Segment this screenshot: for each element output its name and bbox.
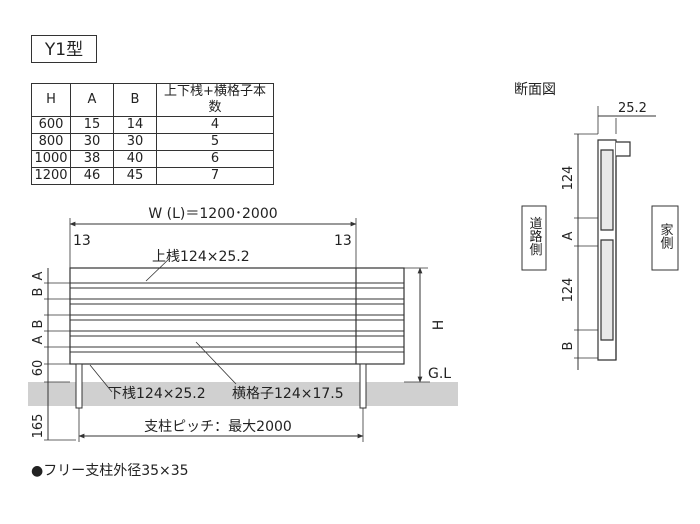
- left-post: [75, 363, 83, 409]
- lattice-label: 横格子124×17.5: [232, 386, 344, 402]
- col-count: 上下桟+横格子本数: [156, 83, 274, 117]
- ground-label: G.L: [428, 366, 451, 382]
- post-pitch-label: 支柱ピッチ：最大2000: [144, 419, 292, 435]
- model-label: Y1型: [31, 35, 97, 63]
- fence-panel: [69, 267, 405, 365]
- cell: 600: [31, 116, 71, 134]
- height-label: H: [431, 320, 447, 331]
- table-row: 800 30 30 5: [31, 133, 274, 151]
- footnote: ●フリー支柱外径35×35: [31, 463, 189, 479]
- width-label: W (L)＝1200･2000: [148, 206, 277, 222]
- right-margin-label: 13: [334, 233, 352, 249]
- dim-a-top: A: [31, 271, 46, 280]
- house-side-box: [651, 205, 679, 271]
- road-side-box: [521, 205, 547, 271]
- spec-table: H A B 上下桟+横格子本数 600 15 14 4 800 30 30 5 …: [31, 83, 274, 185]
- col-h: H: [31, 83, 71, 117]
- dim-60: 60: [31, 360, 46, 377]
- cell: 40: [113, 150, 157, 168]
- col-a: A: [70, 83, 114, 117]
- road-side-label: 道路側: [527, 217, 543, 256]
- dim-b-2: B: [31, 320, 46, 329]
- section-dim-mid: A: [561, 231, 576, 240]
- section-title: 断面図: [514, 82, 556, 98]
- section-view-drawing: 断面図 25.2 124 A 124 B 道路側 家側: [514, 82, 679, 370]
- spec-table-header: H A B 上下桟+横格子本数: [31, 83, 274, 117]
- ground-strip: [28, 382, 458, 406]
- top-rail-label: 上桟124×25.2: [152, 249, 250, 265]
- section-dim-bottom: B: [561, 342, 576, 351]
- left-margin-label: 13: [73, 233, 91, 249]
- cell: 45: [113, 167, 157, 185]
- section-top-width: 25.2: [618, 101, 647, 116]
- section-dim-top: 124: [561, 166, 576, 191]
- section-dim-lower: 124: [561, 278, 576, 303]
- cell: 7: [156, 167, 274, 185]
- section-profile: [597, 139, 631, 361]
- front-elevation-drawing: W (L)＝1200･2000 13 13 上桟124×25.2 下桟124×2…: [28, 206, 458, 442]
- right-post: [359, 363, 367, 409]
- table-row: 1200 46 45 7: [31, 167, 274, 185]
- dim-165: 165: [31, 414, 46, 439]
- cell: 1200: [31, 167, 71, 185]
- table-row: 600 15 14 4: [31, 116, 274, 134]
- dim-b-1: B: [31, 288, 46, 297]
- dim-a-bottom: A: [31, 335, 46, 344]
- house-side-label: 家側: [658, 222, 674, 249]
- bottom-rail-label: 下桟124×25.2: [108, 386, 206, 402]
- lattice-bars: [70, 282, 404, 353]
- cell: 800: [31, 133, 71, 151]
